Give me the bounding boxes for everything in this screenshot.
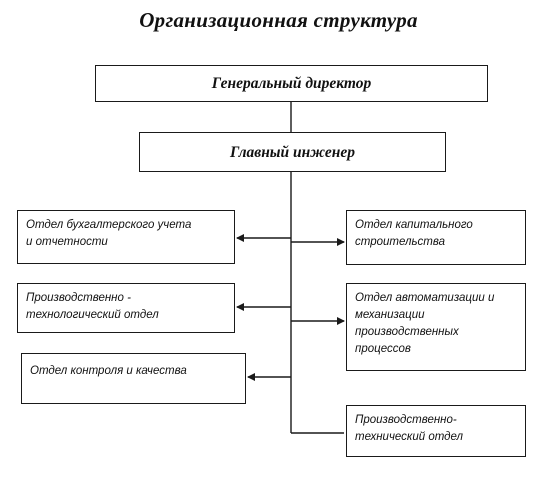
dept-label-line: процессов (355, 343, 411, 355)
chief-engineer-label: Главный инженер (230, 143, 355, 161)
dept-quality-control-box: Отдел контроля и качества (21, 353, 246, 404)
dept-label-line: механизации (355, 309, 425, 321)
dept-label-line: строительства (355, 236, 445, 248)
dept-label-line: технический отдел (355, 431, 464, 443)
dept-production-technical-box: Производственно- технический отдел (346, 405, 526, 457)
dept-production-technological-box: Производственно - технологический отдел (17, 283, 235, 333)
dept-label-line: Отдел контроля и качества (30, 365, 187, 377)
dept-label-line: Отдел автоматизации и (355, 292, 495, 304)
dept-accounting-box: Отдел бухгалтерского учета и отчетности (17, 210, 235, 264)
dept-label-line: Производственно- (355, 414, 457, 426)
dept-label-line: Отдел капитального (355, 219, 473, 231)
chart-title: Организационная структура (139, 8, 418, 32)
dept-capital-construction-box: Отдел капитального строительства (346, 210, 526, 265)
dept-label-line: производственных (355, 326, 459, 338)
dept-label-line: и отчетности (26, 236, 108, 248)
director-label: Генеральный директор (211, 75, 372, 92)
dept-automation-box: Отдел автоматизации и механизации произв… (346, 283, 526, 371)
chief-engineer-box: Главный инженер (139, 132, 446, 172)
director-box: Генеральный директор (95, 65, 488, 102)
dept-label-line: Отдел бухгалтерского учета (26, 219, 192, 231)
dept-label-line: технологический отдел (26, 309, 159, 321)
dept-label-line: Производственно - (26, 292, 131, 304)
